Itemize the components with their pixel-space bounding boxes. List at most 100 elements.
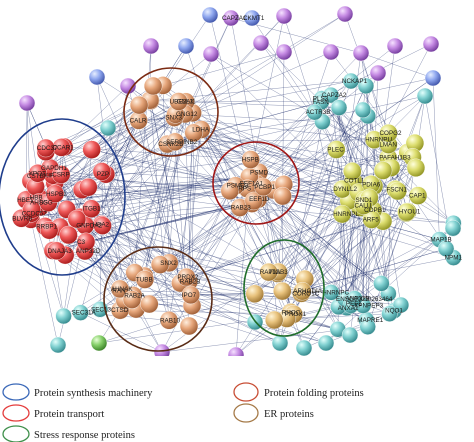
protein-node[interactable] <box>241 150 260 169</box>
protein-node[interactable] <box>244 191 264 211</box>
protein-node[interactable] <box>79 177 98 197</box>
interaction-edge <box>37 100 151 174</box>
protein-node[interactable] <box>386 37 404 55</box>
protein-node[interactable] <box>47 241 66 261</box>
protein-node[interactable] <box>369 64 387 82</box>
protein-label: ARHGDIA <box>293 288 322 295</box>
protein-node[interactable] <box>201 6 219 24</box>
protein-node[interactable] <box>90 334 108 352</box>
protein-node[interactable] <box>202 45 220 63</box>
protein-node[interactable] <box>36 138 55 158</box>
protein-node[interactable] <box>327 140 346 159</box>
protein-label: ACTR3B <box>306 109 331 116</box>
protein-node[interactable] <box>177 37 195 55</box>
protein-node[interactable] <box>322 86 340 104</box>
protein-node[interactable] <box>135 270 155 289</box>
protein-node[interactable] <box>406 158 426 178</box>
protein-node[interactable] <box>129 95 149 115</box>
protein-node[interactable] <box>332 204 352 224</box>
protein-node[interactable] <box>52 165 71 184</box>
protein-node[interactable] <box>322 43 340 61</box>
protein-node[interactable] <box>18 94 36 112</box>
protein-node[interactable] <box>165 132 185 152</box>
protein-label: ANP32D <box>76 248 101 255</box>
legend-item-er: ER proteins <box>233 403 314 423</box>
protein-node[interactable] <box>343 162 362 181</box>
protein-node[interactable] <box>67 209 87 229</box>
protein-label: CAPZA1 <box>222 15 247 22</box>
protein-node[interactable] <box>330 99 348 116</box>
protein-node[interactable] <box>243 9 261 27</box>
protein-node[interactable] <box>28 164 47 183</box>
protein-node[interactable] <box>422 35 440 53</box>
protein-node[interactable] <box>159 311 179 330</box>
protein-node[interactable] <box>295 339 313 357</box>
protein-node[interactable] <box>275 7 293 25</box>
protein-node[interactable] <box>357 77 375 95</box>
protein-node[interactable] <box>424 69 442 87</box>
protein-node[interactable] <box>99 119 117 137</box>
protein-node[interactable] <box>416 87 434 105</box>
protein-node[interactable] <box>373 161 393 180</box>
protein-node[interactable] <box>388 181 407 201</box>
protein-node[interactable] <box>49 336 67 354</box>
protein-node[interactable] <box>252 34 270 52</box>
protein-node[interactable] <box>392 296 410 314</box>
protein-node[interactable] <box>179 316 199 336</box>
protein-node[interactable] <box>143 76 163 96</box>
protein-node[interactable] <box>40 220 59 240</box>
protein-node[interactable] <box>317 334 335 352</box>
protein-node[interactable] <box>259 262 278 282</box>
protein-node[interactable] <box>354 196 373 215</box>
protein-node[interactable] <box>362 210 381 229</box>
protein-node[interactable] <box>293 282 312 301</box>
legend-item-synthesis: Protein synthesis machinery <box>2 383 153 401</box>
protein-node[interactable] <box>265 310 284 330</box>
protein-node[interactable] <box>88 68 106 86</box>
protein-node[interactable] <box>273 186 292 206</box>
protein-node[interactable] <box>92 162 112 181</box>
protein-node[interactable] <box>222 9 240 27</box>
protein-node[interactable] <box>110 279 130 299</box>
protein-node[interactable] <box>45 184 65 204</box>
protein-node[interactable] <box>408 186 428 205</box>
protein-node[interactable] <box>306 103 323 121</box>
protein-node[interactable] <box>150 255 170 274</box>
protein-node[interactable] <box>273 281 292 301</box>
protein-node[interactable] <box>59 225 78 245</box>
protein-node[interactable] <box>352 44 370 62</box>
protein-node[interactable] <box>373 275 390 292</box>
protein-node[interactable] <box>341 326 359 344</box>
protein-node[interactable] <box>254 177 273 197</box>
protein-node[interactable] <box>72 304 89 321</box>
protein-node[interactable] <box>245 284 265 303</box>
protein-node[interactable] <box>397 202 416 222</box>
protein-node[interactable] <box>76 232 96 252</box>
protein-node[interactable] <box>181 285 201 305</box>
protein-node[interactable] <box>354 101 372 119</box>
interaction-edge <box>282 196 339 330</box>
protein-node[interactable] <box>140 294 159 314</box>
protein-node[interactable] <box>169 92 188 111</box>
protein-node[interactable] <box>444 219 462 237</box>
protein-node[interactable] <box>82 140 101 159</box>
protein-node[interactable] <box>346 290 363 307</box>
interaction-edge <box>96 76 126 301</box>
protein-node[interactable] <box>381 305 398 322</box>
protein-node[interactable] <box>22 200 41 219</box>
protein-node[interactable] <box>271 334 289 352</box>
protein-node[interactable] <box>342 72 360 90</box>
protein-node[interactable] <box>184 123 203 143</box>
protein-node[interactable] <box>437 240 455 257</box>
protein-node[interactable] <box>275 43 293 61</box>
protein-node[interactable] <box>379 123 398 143</box>
protein-node[interactable] <box>177 267 196 287</box>
protein-node[interactable] <box>336 5 354 23</box>
protein-node[interactable] <box>82 199 101 218</box>
protein-node[interactable] <box>55 307 72 325</box>
protein-node[interactable] <box>142 37 160 55</box>
protein-node[interactable] <box>93 216 112 235</box>
protein-node[interactable] <box>359 318 376 335</box>
protein-node[interactable] <box>220 181 240 201</box>
protein-node[interactable] <box>122 290 142 309</box>
